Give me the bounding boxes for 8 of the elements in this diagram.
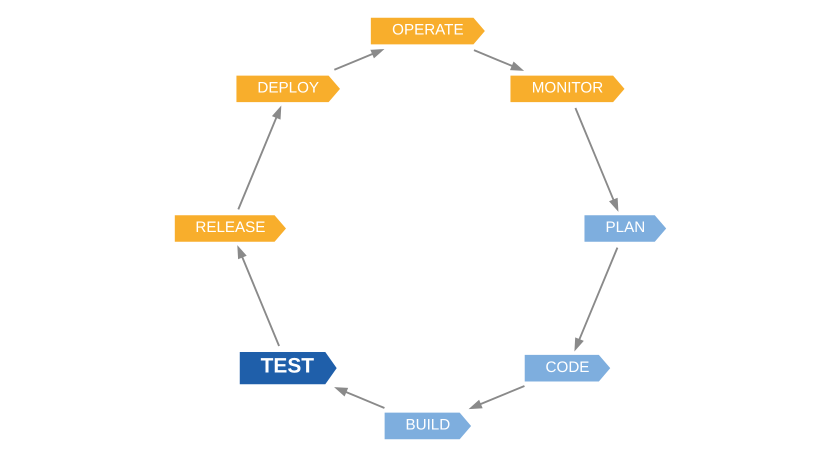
arrow — [574, 247, 618, 352]
arrow — [468, 385, 524, 410]
arrow — [236, 245, 280, 346]
arrow — [333, 49, 384, 71]
arrow — [574, 108, 618, 212]
arrow — [236, 106, 281, 210]
arrow — [473, 49, 524, 71]
arrow — [334, 387, 384, 409]
